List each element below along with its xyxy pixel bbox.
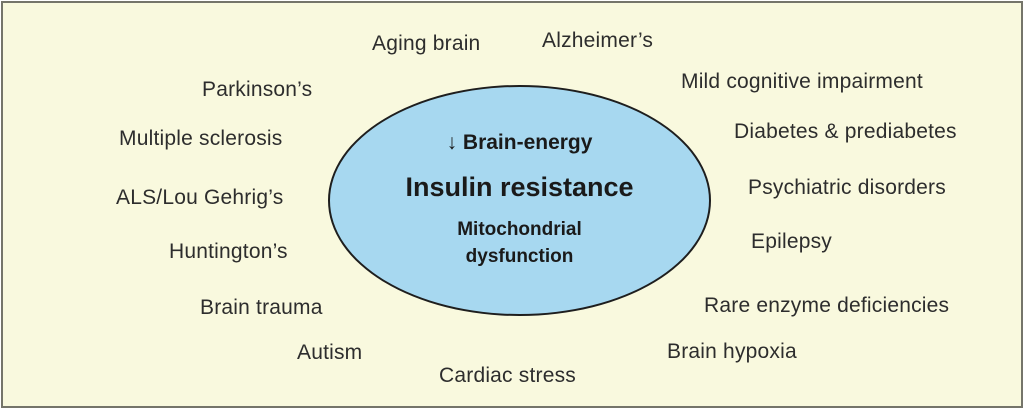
ellipse-line-brain-energy: ↓ Brain-energy bbox=[446, 130, 593, 154]
label-autism: Autism bbox=[297, 341, 363, 364]
label-brain-hypoxia: Brain hypoxia bbox=[667, 340, 797, 363]
label-alzheimers: Alzheimer’s bbox=[542, 29, 654, 52]
label-brain-trauma: Brain trauma bbox=[200, 296, 323, 319]
label-huntingtons: Huntington’s bbox=[169, 240, 288, 263]
label-aging-brain: Aging brain bbox=[372, 32, 481, 55]
label-multiple-sclerosis: Multiple sclerosis bbox=[119, 127, 283, 150]
label-als-lou-gehrigs: ALS/Lou Gehrig’s bbox=[116, 186, 284, 209]
ellipse-line-mitochondrial-dysfunction: Mitochondrial dysfunction bbox=[457, 218, 582, 267]
label-epilepsy: Epilepsy bbox=[751, 230, 832, 253]
central-ellipse: ↓ Brain-energy Insulin resistance Mitoch… bbox=[328, 85, 711, 316]
label-cardiac-stress: Cardiac stress bbox=[439, 364, 577, 387]
label-diabetes-prediabetes: Diabetes & prediabetes bbox=[734, 120, 957, 143]
label-parkinsons: Parkinson’s bbox=[202, 78, 313, 101]
label-mild-cognitive-impairment: Mild cognitive impairment bbox=[681, 70, 923, 93]
label-psychiatric-disorders: Psychiatric disorders bbox=[748, 176, 946, 199]
ellipse-line-insulin-resistance: Insulin resistance bbox=[405, 171, 634, 202]
label-rare-enzyme-deficiencies: Rare enzyme deficiencies bbox=[704, 294, 950, 317]
